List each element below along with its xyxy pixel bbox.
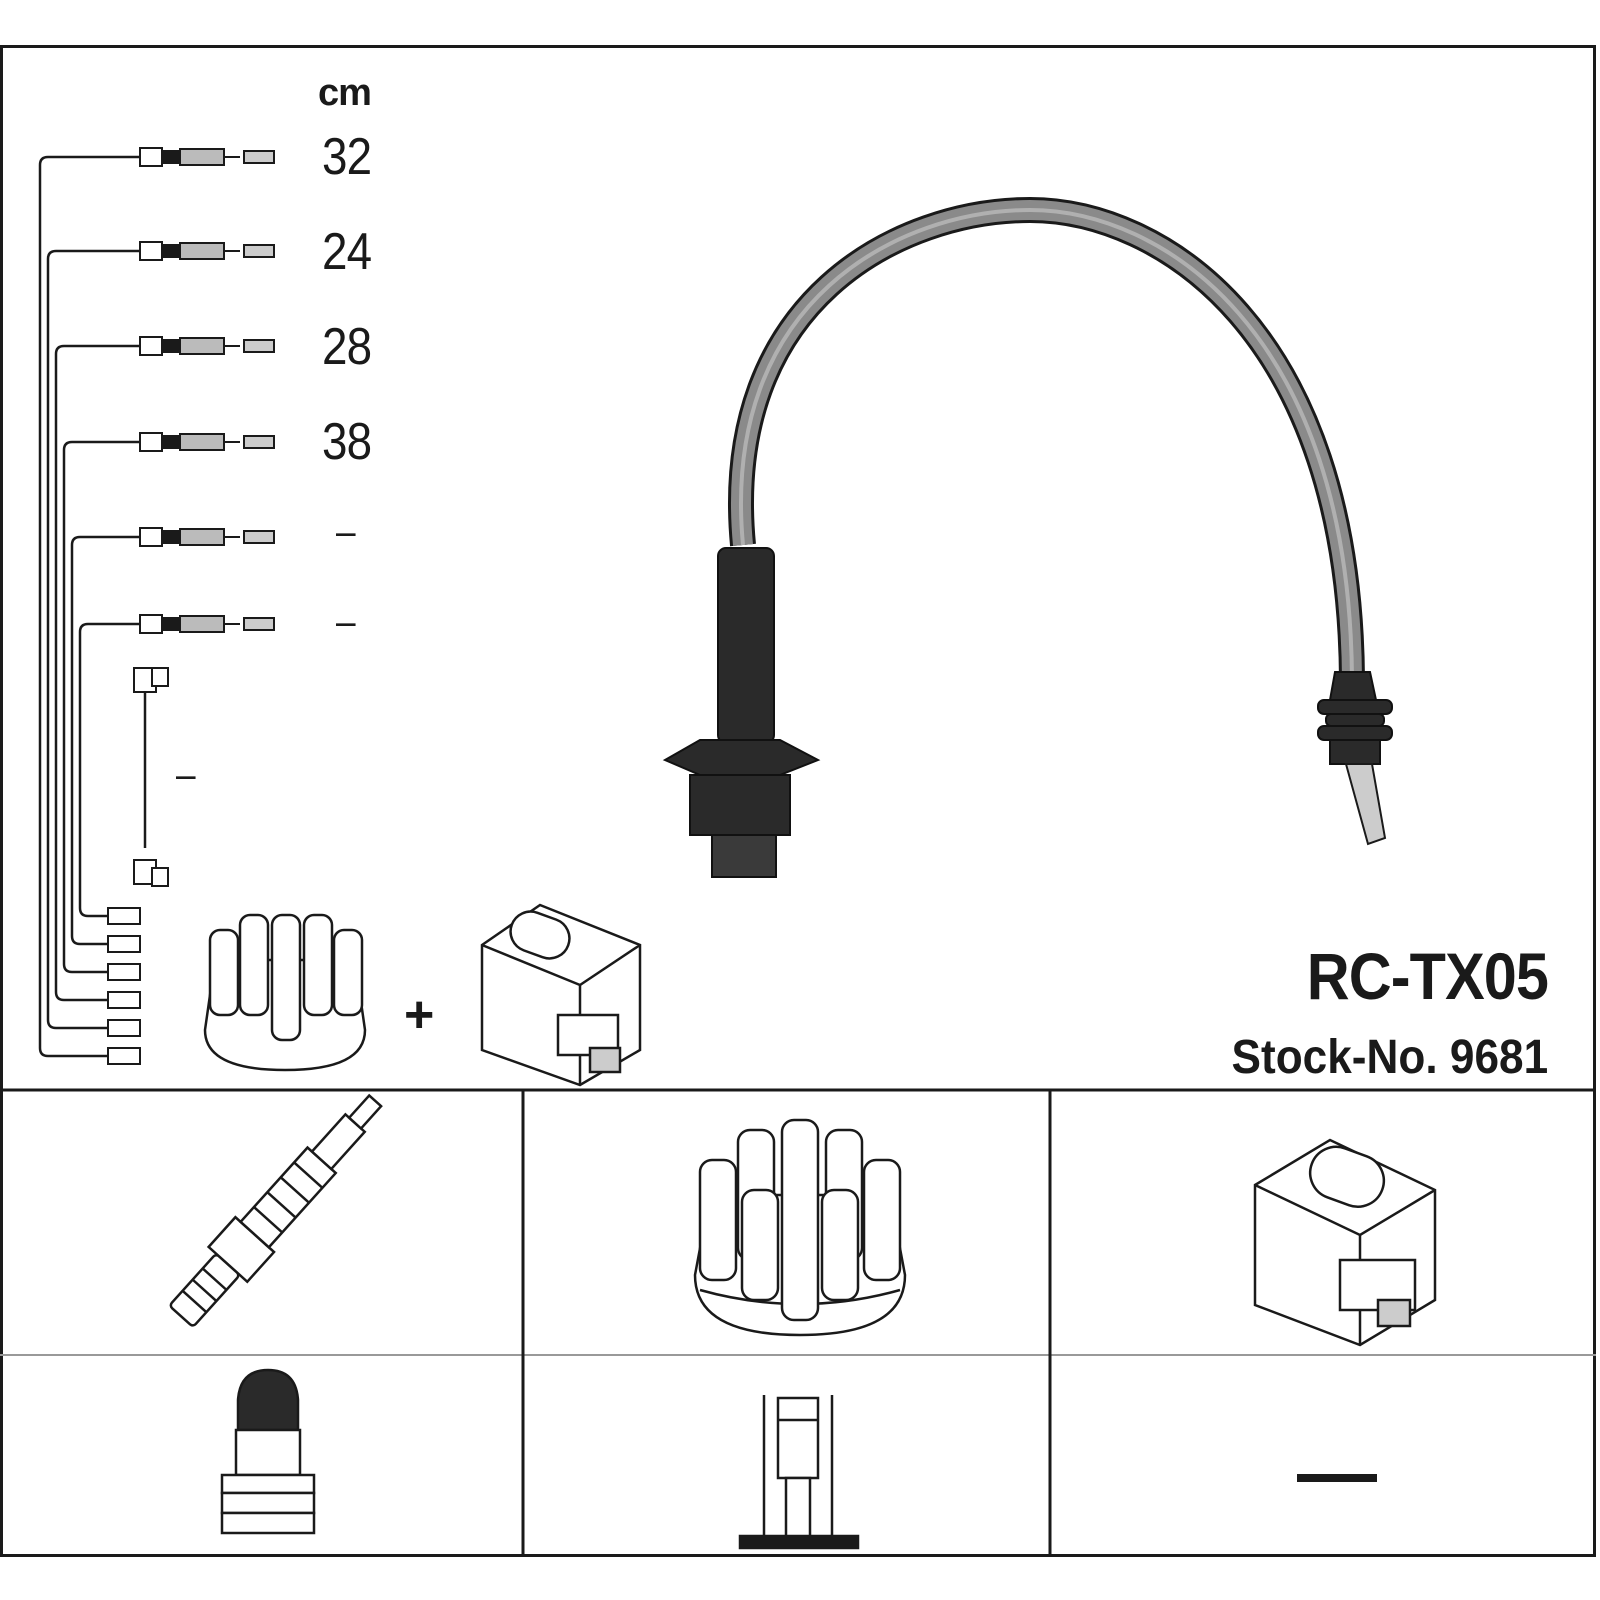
harness-schematic [38, 155, 147, 1058]
connector-4 [139, 432, 275, 452]
connector-1 [139, 147, 275, 167]
lead-length-5: – [336, 510, 356, 554]
ignition-coil-large-icon [1253, 1138, 1437, 1347]
lead-wire-2 [46, 249, 140, 1030]
spark-plug-icon [169, 1093, 383, 1327]
lead-length-3: 28 [322, 318, 372, 376]
cable-boot-coil [662, 547, 821, 878]
no-terminal-dash [1297, 1474, 1377, 1482]
connector-6 [139, 614, 275, 634]
connector-3 [139, 336, 275, 356]
lead-wire-6 [78, 622, 140, 918]
plus-sign: + [404, 986, 435, 1044]
length-unit-label: cm [318, 72, 372, 114]
ignition-coil-icon [480, 903, 642, 1087]
plug-terminal-icon [220, 1368, 316, 1535]
part-number: RC-TX05 [1306, 939, 1549, 1013]
distributor-cap-large-icon [693, 1118, 907, 1337]
cap-terminals [107, 907, 141, 1065]
cable-boot-plug [1317, 671, 1393, 846]
lead-length-2: 24 [322, 223, 372, 281]
cap-terminal-icon [738, 1395, 860, 1550]
ignition-cable-illustration [662, 196, 1393, 878]
lead-length-4: 38 [322, 413, 372, 471]
table-grid [0, 1088, 1596, 1555]
lead-wire-5 [70, 535, 140, 946]
stock-number: Stock-No. 9681 [1231, 1031, 1548, 1084]
lead-wire-4 [62, 440, 140, 974]
product-sheet [0, 45, 1596, 1557]
lead-length-6: – [336, 600, 356, 644]
coil-lead-connector-bottom [133, 859, 169, 887]
lead-connectors [107, 147, 275, 1065]
lead-wire-1 [38, 155, 140, 1058]
lead-length-1: 32 [322, 128, 372, 186]
coil-lead-length: – [176, 753, 196, 797]
coil-lead-connector-top [133, 667, 169, 693]
lead-wire-3 [54, 344, 140, 1002]
connector-2 [139, 241, 275, 261]
connector-5 [139, 527, 275, 547]
distributor-cap-icon [203, 913, 367, 1072]
